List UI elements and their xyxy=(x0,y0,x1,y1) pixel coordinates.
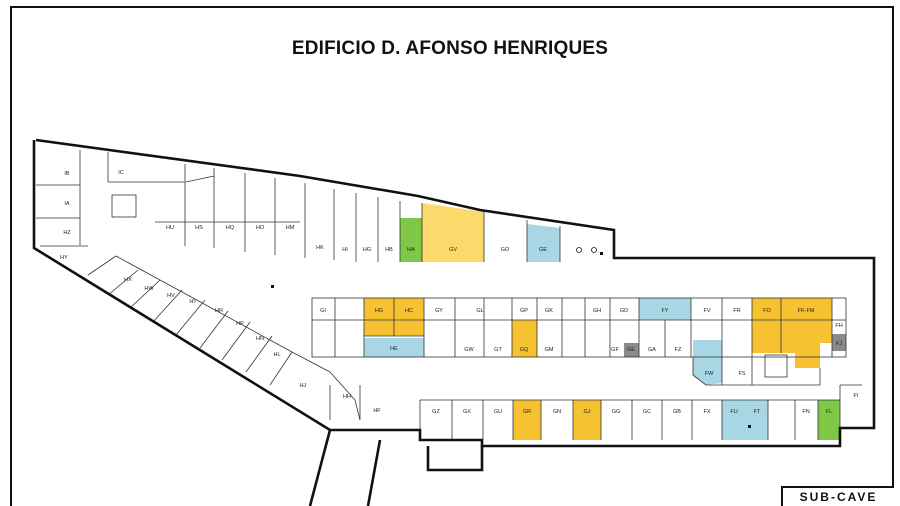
unit-gq-fill xyxy=(512,320,537,357)
label-fu: FU xyxy=(730,409,737,415)
label-gq: GQ xyxy=(520,347,529,353)
label-gi: GI xyxy=(320,308,326,314)
unit-he-fill xyxy=(364,338,424,357)
unit-ft-fill xyxy=(745,400,768,440)
label-fj: FJ xyxy=(836,341,842,347)
label-hl: HL xyxy=(273,352,280,358)
label-fh: FH xyxy=(835,323,842,329)
label-gx: GX xyxy=(463,409,471,415)
label-hs: HS xyxy=(195,225,203,231)
label-gt: GT xyxy=(494,347,502,353)
label-fs: FS xyxy=(738,371,745,377)
label-ge: GE xyxy=(539,247,547,253)
plan-title: EDIFICIO D. AFONSO HENRIQUES xyxy=(291,38,609,59)
label-gg: GG xyxy=(612,409,621,415)
unit-fo-fill xyxy=(752,298,781,353)
label-fz: FZ xyxy=(675,347,682,353)
label-gv: GV xyxy=(449,247,457,253)
interior-partitions xyxy=(36,150,862,440)
label-gy: GY xyxy=(435,308,443,314)
unit-fills xyxy=(364,203,846,440)
label-hj: HJ xyxy=(300,383,307,389)
label-ha: HA xyxy=(407,247,415,253)
label-hh: HH xyxy=(343,394,351,400)
exterior-walls xyxy=(32,138,876,506)
label-fx: FX xyxy=(703,409,710,415)
label-hb: HB xyxy=(385,247,393,253)
unit-gj-fill xyxy=(573,400,601,440)
label-gd: GD xyxy=(620,308,628,314)
unit-hg-fill xyxy=(364,298,394,336)
label-gc: GC xyxy=(643,409,651,415)
label-hq: HQ xyxy=(226,225,235,231)
unit-ge2-fill xyxy=(624,343,639,357)
label-gz: GZ xyxy=(432,409,440,415)
label-gf: GF xyxy=(611,347,619,353)
label-hv: HV xyxy=(167,293,175,299)
label-ga: GA xyxy=(648,347,656,353)
label-ht: HT xyxy=(189,299,197,305)
label-he: HE xyxy=(390,346,398,352)
label-gm: GM xyxy=(545,347,554,353)
label-gj: GJ xyxy=(583,409,590,415)
label-hw: HW xyxy=(144,286,154,292)
unit-fkfm-fill xyxy=(781,298,832,368)
label-gw: GW xyxy=(464,347,474,353)
label-gp: GP xyxy=(520,308,528,314)
label-ib: IB xyxy=(64,171,70,177)
unit-fy-fill xyxy=(639,298,691,320)
label-ic: IC xyxy=(118,170,124,176)
label-gk: GK xyxy=(545,308,553,314)
level-badge: SUB-CAVE xyxy=(781,486,894,506)
label-fn: FN xyxy=(802,409,809,415)
symbol-marks xyxy=(271,247,751,428)
label-hn: HN xyxy=(256,336,264,342)
label-fw: FW xyxy=(705,371,714,377)
unit-fl-fill xyxy=(818,400,840,440)
label-fo: FO xyxy=(763,308,771,314)
label-hk: HK xyxy=(316,245,324,251)
label-fr: FR xyxy=(733,308,740,314)
unit-gr-fill xyxy=(513,400,541,440)
unit-fw-fill xyxy=(693,340,722,385)
label-gl: GL xyxy=(476,308,483,314)
label-gh: GH xyxy=(593,308,601,314)
label-hx: HX xyxy=(124,277,132,283)
label-fl: FL xyxy=(826,409,832,415)
label-fv: FV xyxy=(703,308,710,314)
label-go: GO xyxy=(501,247,510,253)
label-hr: HR xyxy=(215,308,223,314)
label-ge2: GE xyxy=(627,347,635,353)
room-labels: IB IC IA HZ HY HU HS HQ HO HM HK HI HG H… xyxy=(60,170,859,415)
label-ft: FT xyxy=(754,409,761,415)
label-hm: HM xyxy=(286,225,295,231)
unit-hc-fill xyxy=(394,298,424,336)
label-hu: HU xyxy=(166,225,174,231)
unit-fj-fill xyxy=(832,334,846,351)
label-fy: FY xyxy=(661,308,668,314)
label-gu: GU xyxy=(494,409,502,415)
label-gb: GB xyxy=(673,409,681,415)
unit-ge-top-fill xyxy=(527,224,560,262)
label-hi: HI xyxy=(342,247,348,253)
label-ho: HO xyxy=(256,225,265,231)
label-hp: HP xyxy=(236,321,244,327)
label-hg: HG xyxy=(363,247,371,253)
label-fi: FI xyxy=(854,393,859,399)
label-hz: HZ xyxy=(63,230,71,236)
unit-fu-fill xyxy=(722,400,745,440)
label-hg2: HG xyxy=(375,308,383,314)
label-gr: GR xyxy=(523,409,531,415)
label-gn: GN xyxy=(553,409,561,415)
label-hy: HY xyxy=(60,255,68,261)
unit-ha-fill xyxy=(400,218,422,262)
label-hf: HF xyxy=(373,408,381,414)
label-ia: IA xyxy=(64,201,70,207)
unit-gv-fill xyxy=(422,203,484,262)
plan-frame xyxy=(10,6,894,506)
label-fkfm: FK-FM xyxy=(798,308,815,314)
label-hc: HC xyxy=(405,308,413,314)
